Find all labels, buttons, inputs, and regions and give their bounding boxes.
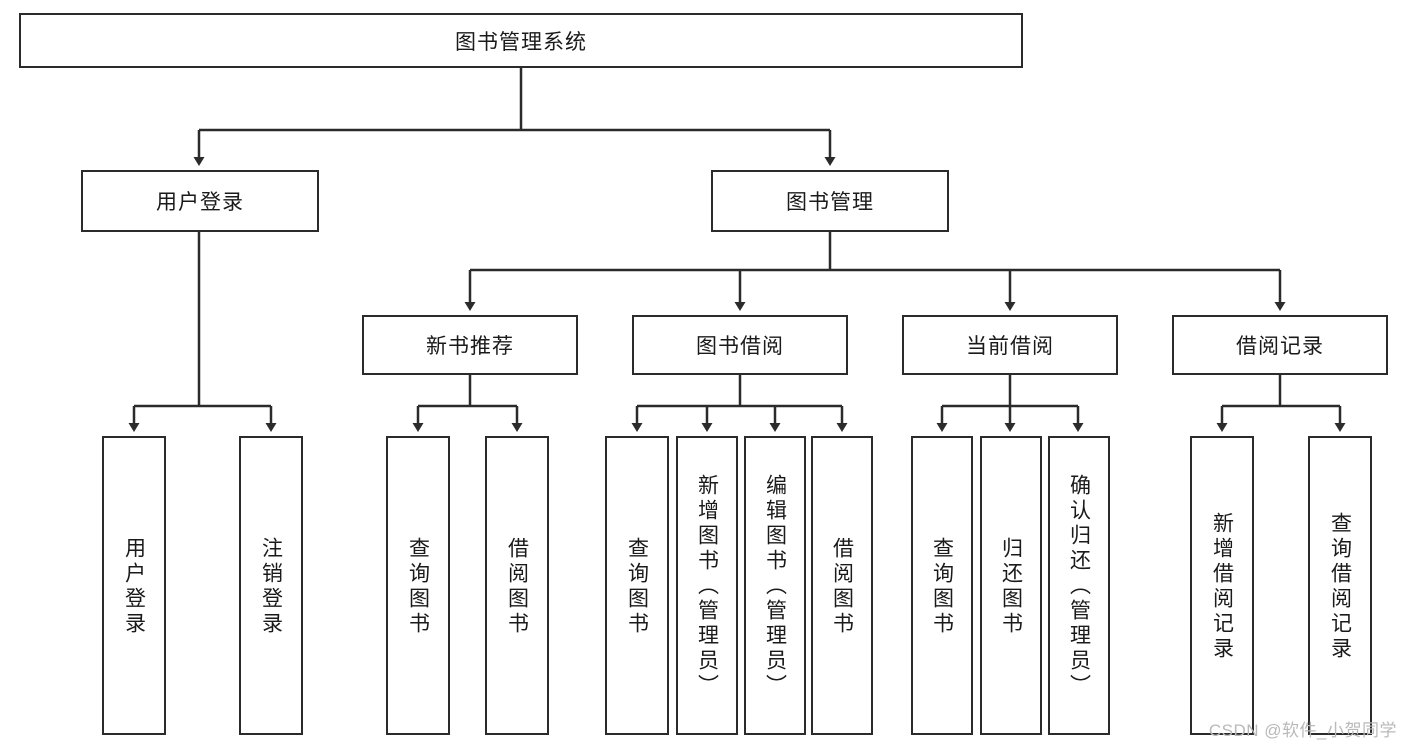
node-label: 查询图书 [625, 536, 649, 637]
leaf-user-login[interactable]: 用户登录 [102, 436, 166, 735]
node-label: 查询图书 [930, 536, 954, 637]
node-new-book-recommend[interactable]: 新书推荐 [362, 315, 578, 375]
leaf-borrow-book[interactable]: 借阅图书 [811, 436, 873, 735]
node-label: 图书管理 [786, 191, 874, 214]
leaf-query-book-current[interactable]: 查询图书 [911, 436, 973, 735]
node-label: 借阅图书 [830, 536, 854, 637]
node-label: 编辑图书（管理员） [763, 474, 787, 699]
leaf-query-book-borrow[interactable]: 查询图书 [605, 436, 669, 735]
node-label: 新书推荐 [426, 335, 514, 358]
node-borrow-records[interactable]: 借阅记录 [1172, 315, 1388, 375]
leaf-logout[interactable]: 注销登录 [239, 436, 303, 735]
node-current-borrow[interactable]: 当前借阅 [902, 315, 1118, 375]
node-label: 查询借阅记录 [1328, 511, 1352, 662]
node-label: 查询图书 [406, 536, 430, 637]
leaf-return-book[interactable]: 归还图书 [980, 436, 1042, 735]
leaf-query-book-new[interactable]: 查询图书 [386, 436, 450, 735]
node-label: 用户登录 [122, 536, 146, 637]
leaf-borrow-book-new[interactable]: 借阅图书 [485, 436, 549, 735]
node-label: 当前借阅 [966, 335, 1054, 358]
watermark: CSDN @软件_小贺同学 [1208, 721, 1397, 740]
node-label: 新增借阅记录 [1210, 511, 1234, 662]
node-label: 归还图书 [999, 536, 1023, 637]
leaf-edit-book-admin[interactable]: 编辑图书（管理员） [744, 436, 806, 735]
node-user-login[interactable]: 用户登录 [81, 170, 319, 232]
leaf-add-book-admin[interactable]: 新增图书（管理员） [676, 436, 738, 735]
node-label: 借阅记录 [1236, 335, 1324, 358]
node-root-system[interactable]: 图书管理系统 [19, 13, 1023, 68]
leaf-add-borrow-record[interactable]: 新增借阅记录 [1190, 436, 1254, 735]
node-book-management[interactable]: 图书管理 [711, 170, 949, 232]
leaf-confirm-return-admin[interactable]: 确认归还（管理员） [1048, 436, 1110, 735]
node-book-borrow[interactable]: 图书借阅 [632, 315, 848, 375]
node-label: 确认归还（管理员） [1067, 474, 1091, 699]
node-label: 注销登录 [259, 536, 283, 637]
leaf-query-borrow-record[interactable]: 查询借阅记录 [1308, 436, 1372, 735]
node-label: 用户登录 [156, 191, 244, 214]
node-label: 借阅图书 [505, 536, 529, 637]
node-label: 图书管理系统 [455, 30, 587, 54]
node-label: 新增图书（管理员） [695, 474, 719, 699]
node-label: 图书借阅 [696, 335, 784, 358]
